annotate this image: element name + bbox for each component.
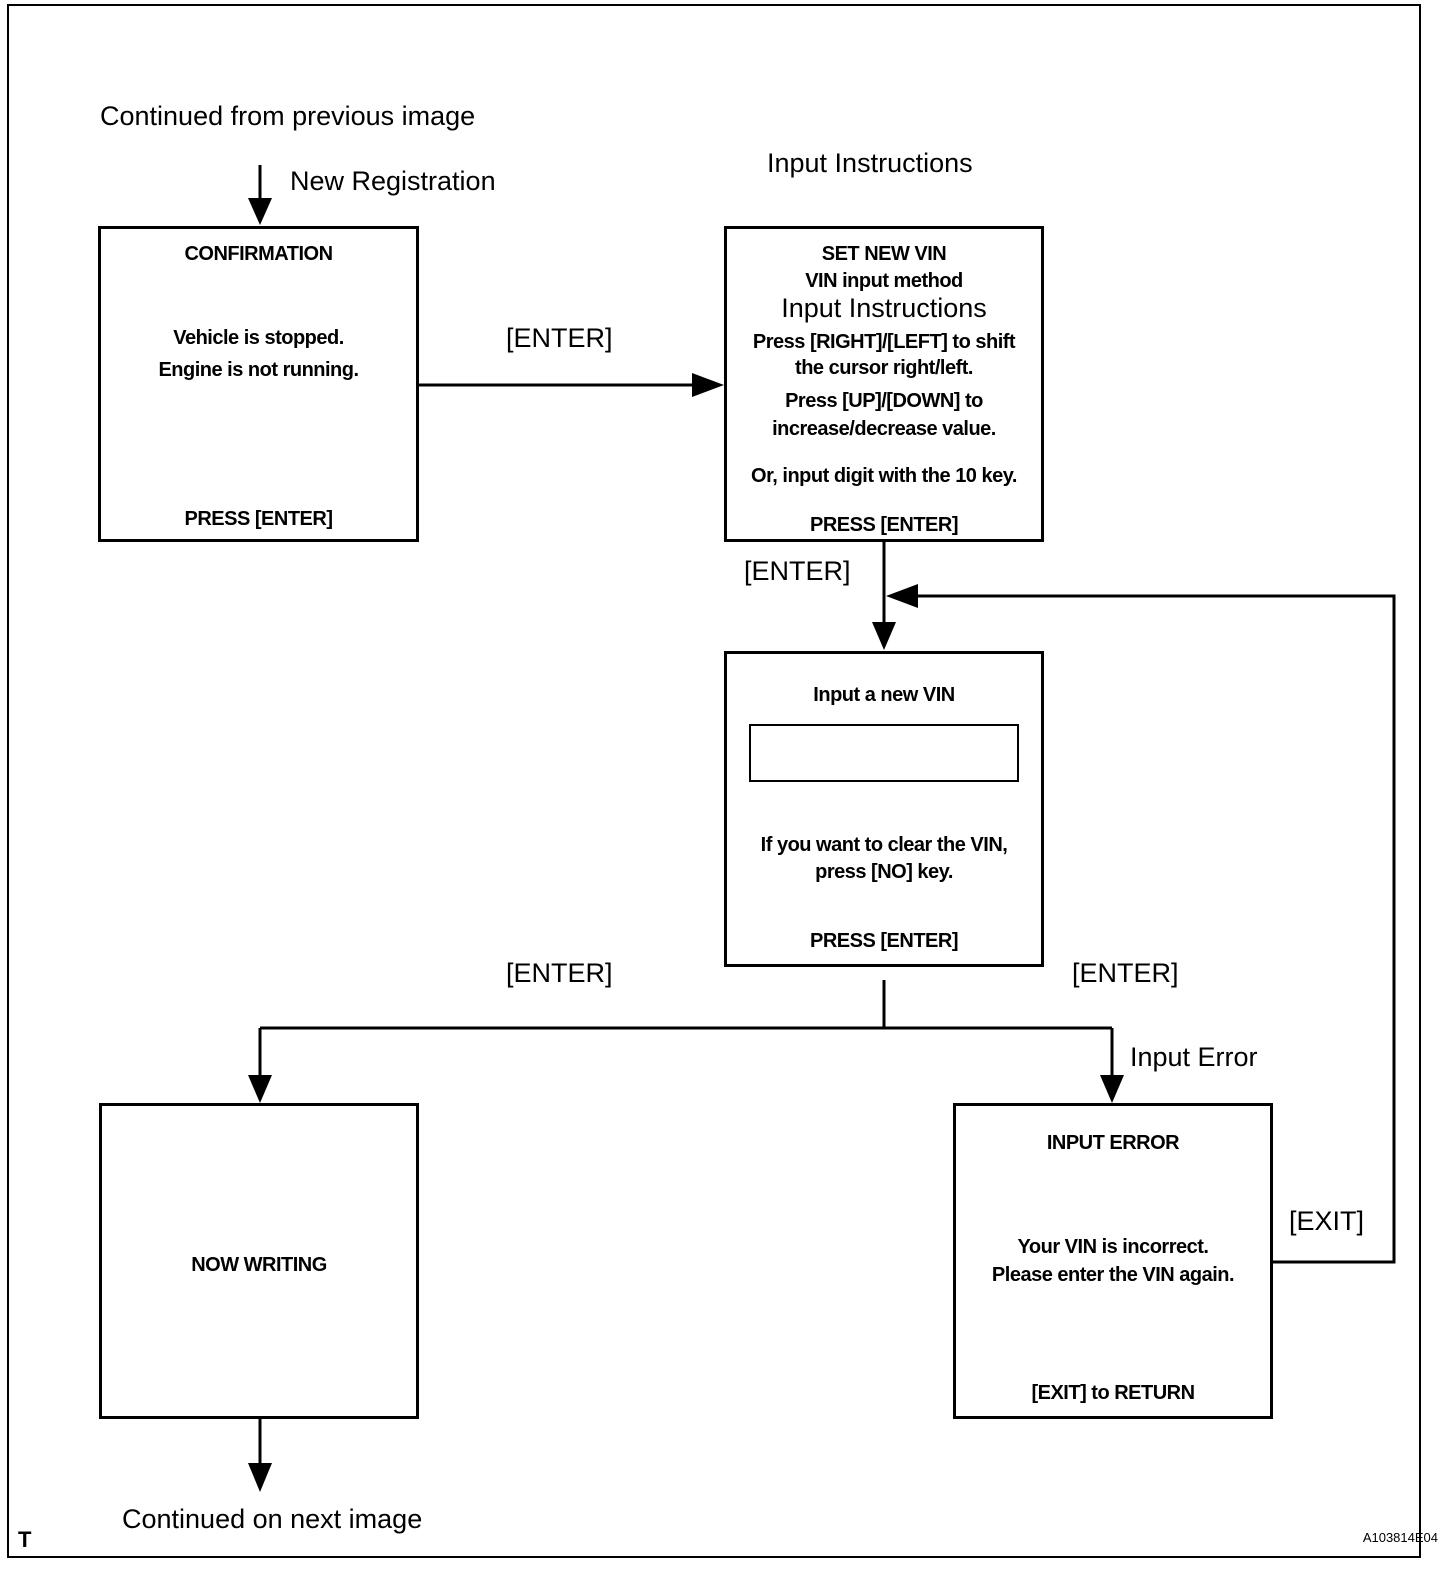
enter-label-3: [ENTER] <box>506 958 613 988</box>
arrow-new-registration <box>248 165 272 225</box>
set-vin-subtitle: VIN input method <box>805 270 963 292</box>
branch-connector <box>248 980 1124 1103</box>
input-vin-title: Input a new VIN <box>813 684 955 706</box>
enter-label-1: [ENTER] <box>506 323 613 353</box>
input-vin-line-1: If you want to clear the VIN, <box>760 834 1008 856</box>
set-vin-line-2: the cursor right/left. <box>795 357 973 379</box>
enter-label-2: [ENTER] <box>744 556 851 586</box>
new-registration-label: New Registration <box>290 166 496 196</box>
enter-label-4: [ENTER] <box>1072 958 1179 988</box>
diagram-frame <box>7 4 1421 1558</box>
set-vin-line-4: increase/decrease value. <box>772 418 996 440</box>
arrow-set-vin-to-input-vin <box>872 542 896 650</box>
input-error-box: INPUT ERROR Your VIN is incorrect. Pleas… <box>953 1103 1273 1419</box>
now-writing-box: NOW WRITING <box>99 1103 419 1419</box>
set-vin-line-3: Press [UP]/[DOWN] to <box>785 390 983 412</box>
input-instructions-label: Input Instructions <box>767 148 973 178</box>
vin-input-field <box>749 724 1019 782</box>
input-error-line-2: Please enter the VIN again. <box>991 1264 1235 1286</box>
confirmation-title: CONFIRMATION <box>184 243 333 265</box>
input-error-line-1: Your VIN is incorrect. <box>1017 1236 1209 1258</box>
confirmation-line-2: Engine is not running. <box>158 359 359 381</box>
confirmation-line-1: Vehicle is stopped. <box>173 327 344 349</box>
set-vin-line-1: Press [RIGHT]/[LEFT] to shift <box>752 331 1016 353</box>
input-error-label: Input Error <box>1130 1042 1258 1072</box>
set-new-vin-box: SET NEW VIN VIN input method Input Instr… <box>724 226 1044 542</box>
set-vin-line-5: Or, input digit with the 10 key. <box>751 465 1017 487</box>
set-vin-footer: PRESS [ENTER] <box>810 514 958 536</box>
exit-label: [EXIT] <box>1289 1206 1365 1236</box>
set-vin-title: SET NEW VIN <box>821 243 947 265</box>
input-error-footer: [EXIT] to RETURN <box>1031 1382 1195 1404</box>
corner-mark: T <box>18 1527 32 1552</box>
arrow-confirmation-to-set-vin <box>418 373 724 397</box>
now-writing-title: NOW WRITING <box>191 1254 327 1276</box>
confirmation-box: CONFIRMATION Vehicle is stopped. Engine … <box>98 226 419 542</box>
input-error-title: INPUT ERROR <box>1046 1132 1180 1154</box>
input-vin-line-2: press [NO] key. <box>815 861 953 883</box>
set-vin-heading: Input Instructions <box>781 293 987 323</box>
figure-code: A103814E04 <box>1362 1530 1438 1545</box>
exit-loop-connector <box>886 584 1396 1264</box>
input-new-vin-box: Input a new VIN If you want to clear the… <box>724 651 1044 967</box>
confirmation-footer: PRESS [ENTER] <box>184 508 333 530</box>
arrow-to-next-image <box>248 1418 272 1492</box>
continued-on-label: Continued on next image <box>122 1504 423 1534</box>
continued-from-label: Continued from previous image <box>100 101 476 131</box>
input-vin-footer: PRESS [ENTER] <box>810 930 958 952</box>
